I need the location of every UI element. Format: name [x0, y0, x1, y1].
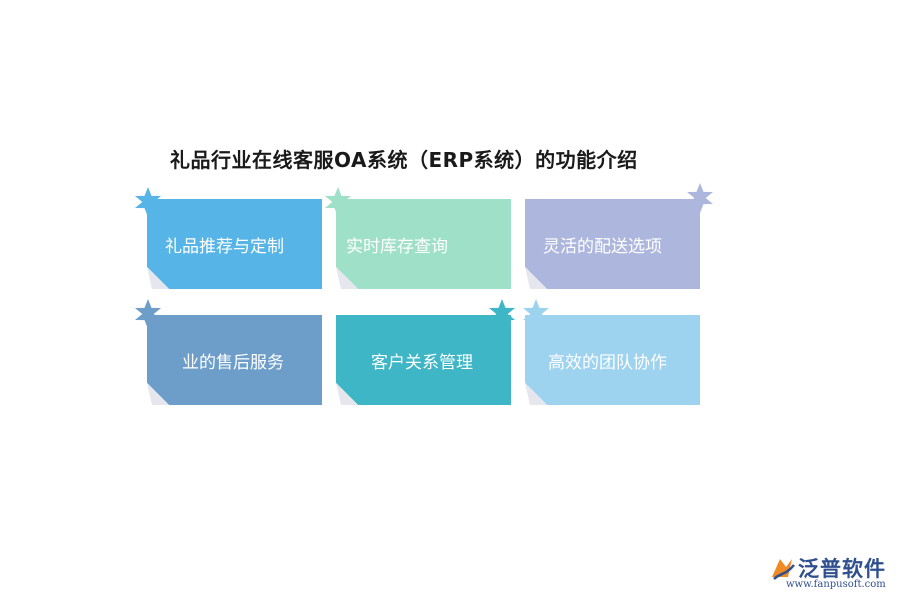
card-label: 业的售后服务: [182, 352, 284, 373]
card-label: 灵活的配送选项: [543, 236, 662, 257]
feature-card-after-sales: 业的售后服务: [147, 315, 322, 405]
star-icon: [325, 187, 351, 217]
star-icon: [489, 299, 515, 329]
card-fold-corner: [147, 267, 169, 289]
card-label: 高效的团队协作: [548, 352, 667, 373]
card-label: 礼品推荐与定制: [165, 236, 284, 257]
card-background: [525, 199, 700, 289]
card-fold-corner: [336, 383, 358, 405]
star-icon: [687, 183, 713, 213]
feature-card-gift-recommendation: 礼品推荐与定制: [147, 199, 322, 289]
brand-name: 泛普软件: [798, 557, 886, 581]
star-icon: [523, 299, 549, 329]
card-background: [147, 199, 322, 289]
card-label: 实时库存查询: [346, 236, 448, 257]
feature-card-delivery-options: 灵活的配送选项: [525, 199, 700, 289]
feature-card-crm: 客户关系管理: [336, 315, 511, 405]
brand-url: www.fanpusoft.com: [786, 579, 886, 590]
card-fold-corner: [147, 383, 169, 405]
feature-card-inventory-query: 实时库存查询: [336, 199, 511, 289]
feature-card-team-collaboration: 高效的团队协作: [525, 315, 700, 405]
card-background: [336, 199, 511, 289]
card-background: [147, 315, 322, 405]
card-fold-corner: [525, 383, 547, 405]
card-fold-corner: [336, 267, 358, 289]
fanpu-logo-icon: [772, 559, 795, 580]
page-title: 礼品行业在线客服OA系统（ERP系统）的功能介绍: [170, 148, 638, 172]
brand-logo: 泛普软件 www.fanpusoft.com: [768, 553, 898, 593]
card-fold-corner: [525, 267, 547, 289]
star-icon: [135, 299, 161, 329]
card-background: [336, 315, 511, 405]
card-background: [525, 315, 700, 405]
card-label: 客户关系管理: [371, 352, 473, 373]
star-icon: [135, 187, 161, 217]
